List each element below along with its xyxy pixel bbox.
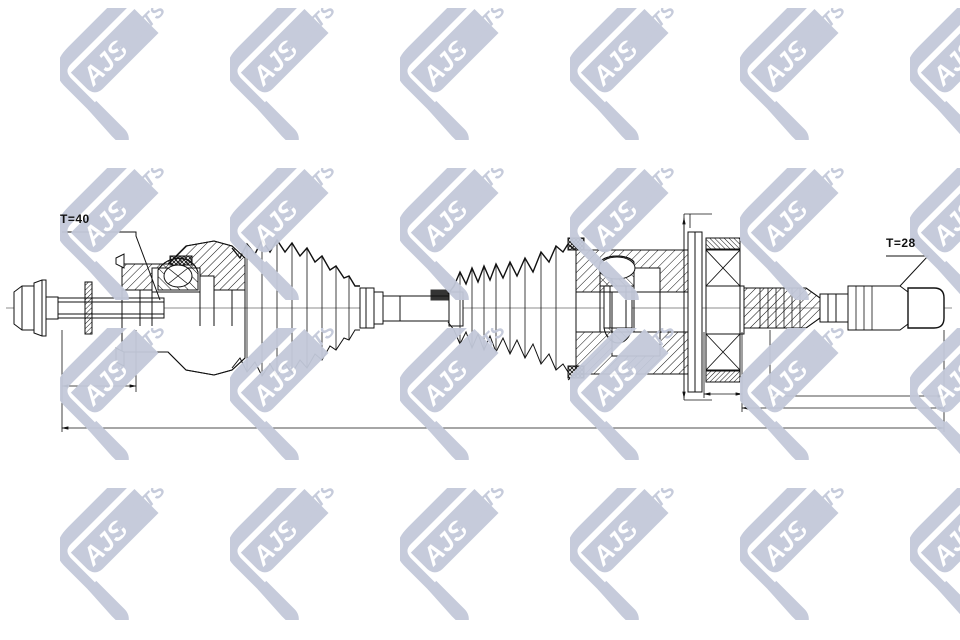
retaining-bolt-head	[13, 279, 59, 337]
threaded-stub-shaft	[57, 281, 165, 335]
label-right-spline-tooth-count: T=28	[886, 236, 916, 250]
support-bearing	[705, 237, 745, 383]
label-left-spline-tooth-count: T=40	[60, 212, 90, 226]
